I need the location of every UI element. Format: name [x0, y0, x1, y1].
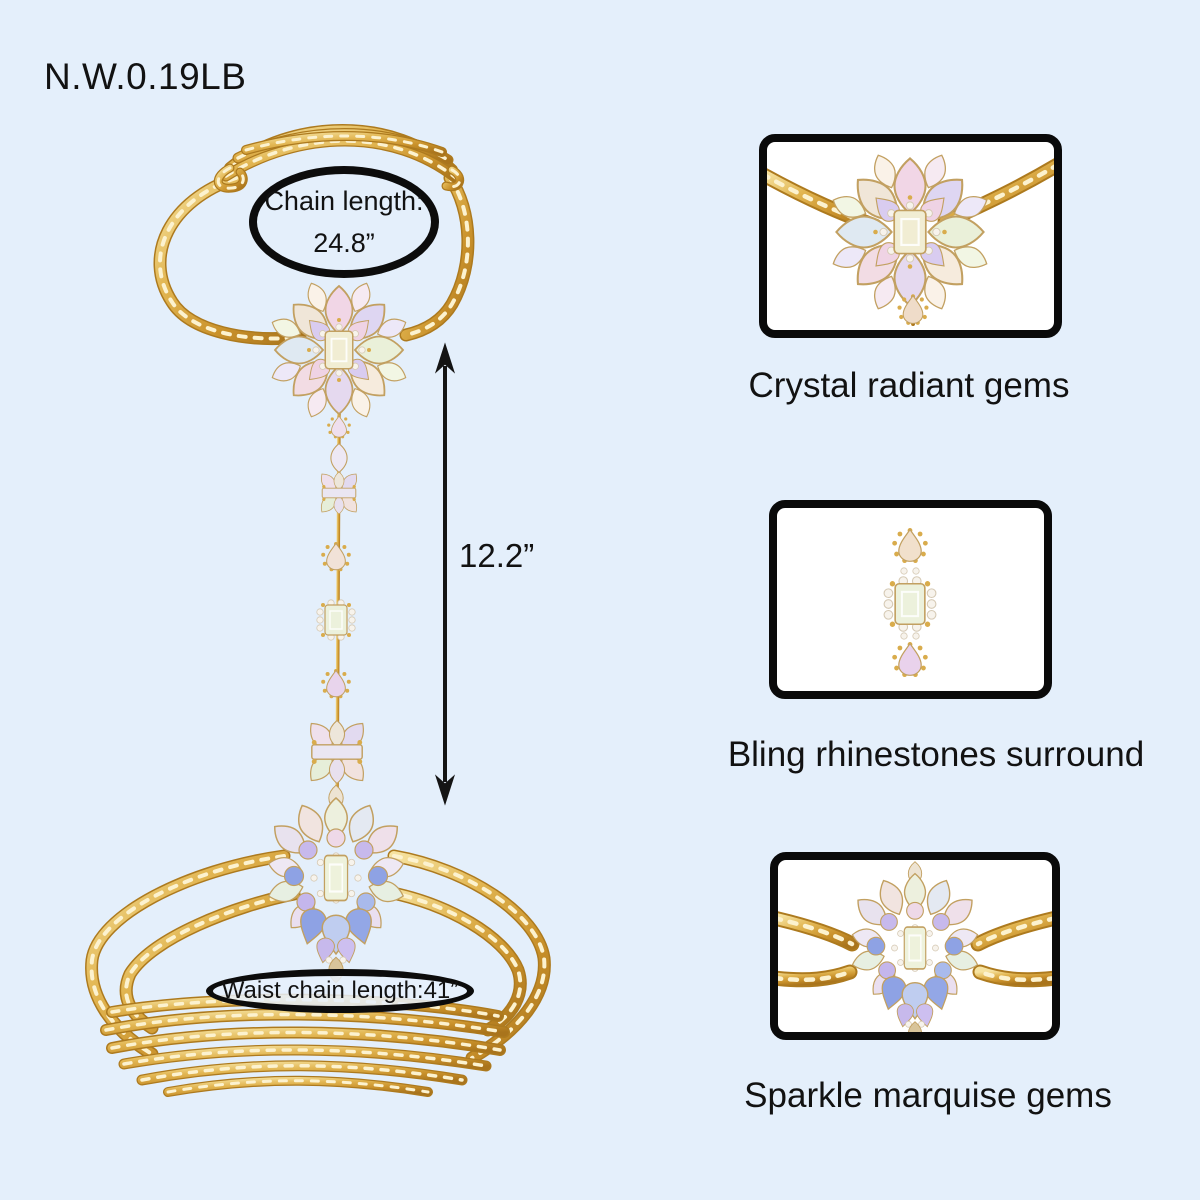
connector-chain: [304, 406, 370, 802]
detail-caption-rhinestones: Bling rhinestones surround: [727, 735, 1145, 774]
chain-length-value: 24.8”: [313, 227, 375, 258]
hand-crystal-cluster: [269, 280, 409, 420]
detail-box-marquise-gems: [770, 852, 1060, 1040]
rhinestone-pendant-closeup-icon: [777, 518, 1044, 682]
drop-length-label: 12.2”: [459, 537, 535, 574]
crystal-cluster-closeup-icon: [767, 142, 1054, 326]
detail-box-rhinestones: [769, 500, 1052, 699]
waist-chain-bundle: [106, 1000, 504, 1092]
waist-crystal-cluster: [266, 785, 406, 983]
waist-length-label: Waist chain length:41”: [221, 977, 459, 1004]
chain-length-label: Chain length:: [264, 185, 424, 216]
marquise-cluster-closeup-icon: [778, 860, 1052, 1032]
net-weight-label: N.W.0.19LB: [44, 56, 247, 97]
detail-caption-crystal-gems: Crystal radiant gems: [748, 366, 1070, 405]
waist-length-callout: Waist chain length:41”: [206, 969, 474, 1013]
detail-box-crystal-gems: [759, 134, 1062, 338]
detail-caption-marquise-gems: Sparkle marquise gems: [744, 1076, 1112, 1115]
chain-length-callout: Chain length: 24.8”: [249, 166, 439, 278]
dimension-arrow: [434, 342, 456, 806]
